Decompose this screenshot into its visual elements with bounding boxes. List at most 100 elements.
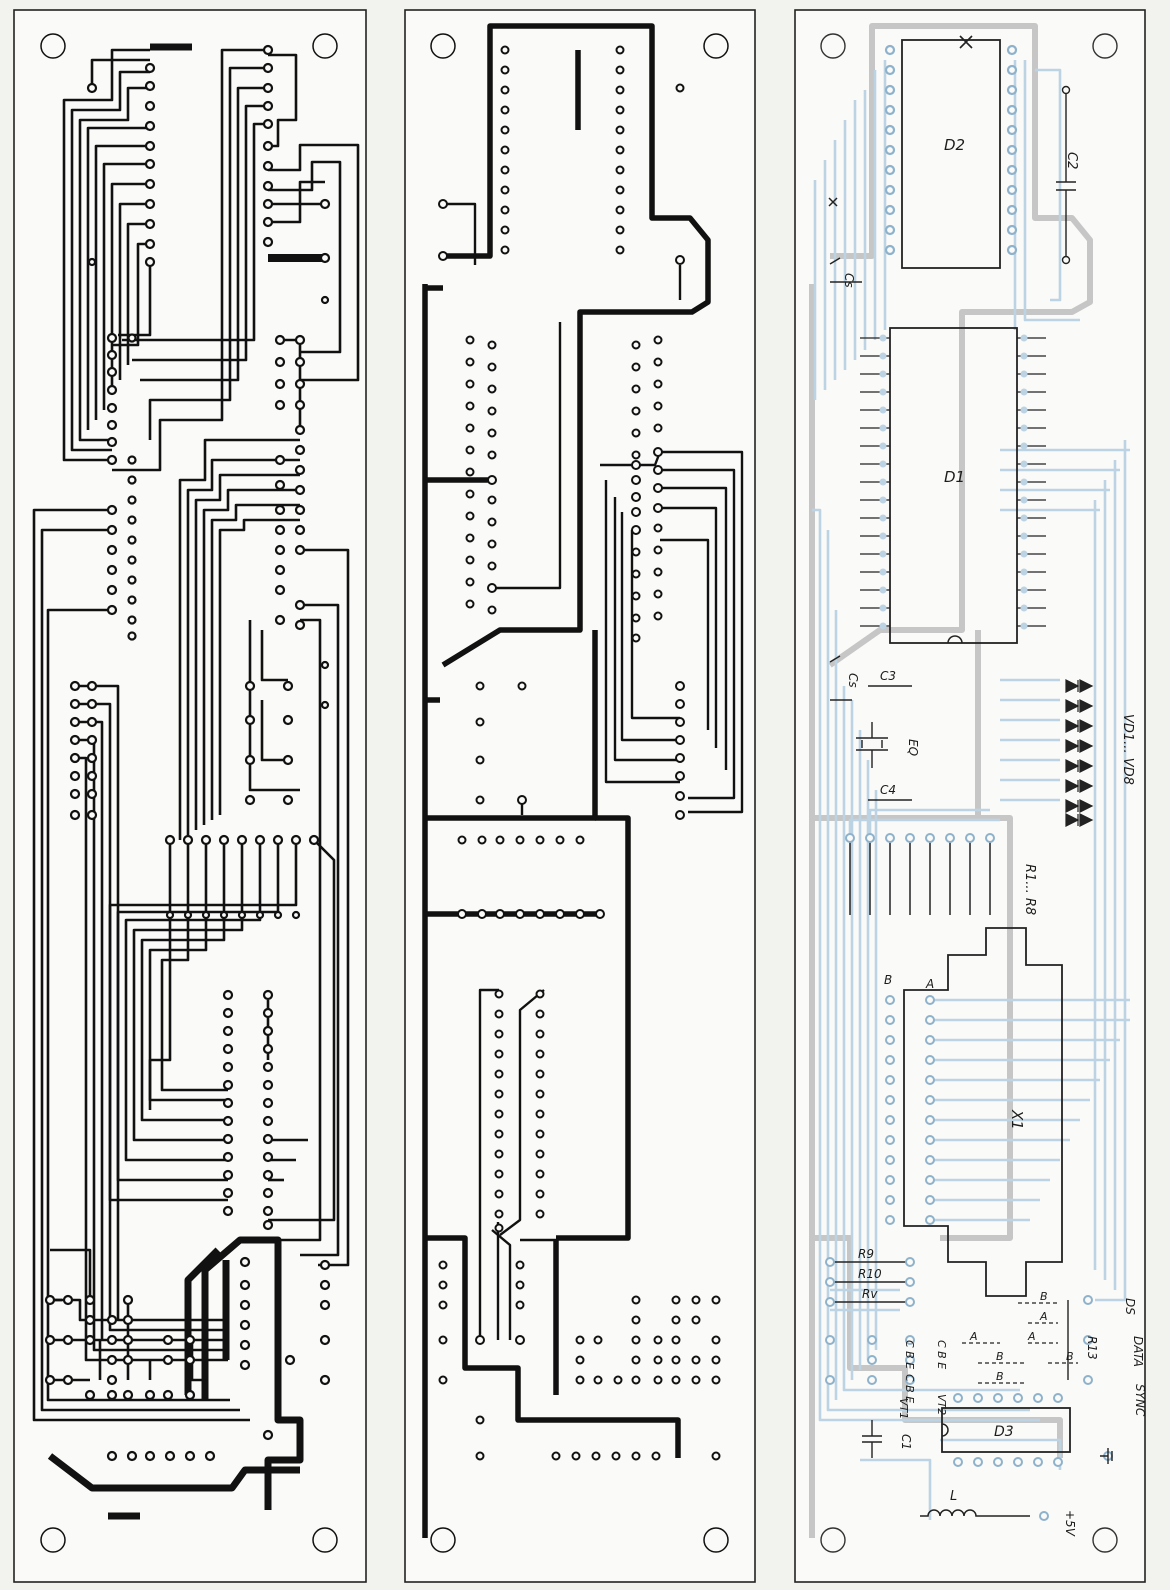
label-r10: R10 xyxy=(858,1267,882,1281)
label-cbe-1: C B E xyxy=(903,1340,916,1369)
mounting-hole-icon xyxy=(312,33,338,59)
component-cs-mid: Cs xyxy=(829,655,860,701)
label-r1-r8: R1... R8 xyxy=(1022,864,1037,915)
d1-pins xyxy=(860,337,1046,627)
crystal-symbol-icon xyxy=(856,722,888,768)
d1-pads xyxy=(879,334,1028,630)
mounting-hole-icon xyxy=(1092,33,1118,59)
label-sync: SYNC xyxy=(1133,1384,1147,1417)
label-l: L xyxy=(950,1489,957,1504)
mounting-hole-icon xyxy=(430,33,456,59)
label-x1: X1 xyxy=(1008,1109,1026,1130)
label-r9: R9 xyxy=(858,1247,874,1261)
mounting-hole-icon xyxy=(40,33,66,59)
diode-symbol-icon xyxy=(1065,739,1094,753)
top-layer-traces xyxy=(443,202,744,1340)
label-cs-mid: Cs xyxy=(846,673,860,688)
jumpers-a-b xyxy=(962,1302,1078,1384)
panel-component-placement: D2 C2 Cs xyxy=(794,9,1147,1583)
mounting-hole-icon xyxy=(820,33,846,59)
ground-symbol-icon xyxy=(1100,1448,1113,1464)
component-d2: D2 xyxy=(884,35,1018,269)
panel-top-layer-frame xyxy=(404,9,756,1583)
panel-top-layer xyxy=(404,9,756,1583)
label-d1: D1 xyxy=(944,468,965,486)
mounting-hole-icon xyxy=(1092,1527,1118,1553)
d3-pads xyxy=(953,1393,1063,1467)
mounting-hole-icon xyxy=(312,1527,338,1553)
label-ds: DS xyxy=(1123,1298,1137,1315)
label-jumper-b4: B xyxy=(996,1370,1004,1383)
label-vt2: VT2 xyxy=(935,1394,948,1415)
label-rv: Rv xyxy=(862,1287,878,1301)
label-d2: D2 xyxy=(944,136,965,154)
d3-outline xyxy=(941,1407,1071,1453)
component-cs-top: Cs xyxy=(829,257,862,288)
pin1-mark-icon xyxy=(959,35,973,49)
label-cbe-2: C B E xyxy=(935,1340,948,1369)
label-data: DATA xyxy=(1131,1336,1145,1367)
component-c2: C2 xyxy=(1056,85,1079,265)
diode-symbol-icon xyxy=(1065,699,1094,713)
component-vt1-vt2: C B E C B E C B E VT1 VT2 xyxy=(867,1335,948,1419)
label-cs-top: Cs xyxy=(842,273,856,288)
label-vt1: VT1 xyxy=(897,1398,910,1419)
label-vd1-vd8: VD1... VD8 xyxy=(1120,714,1135,785)
inductor-symbol-icon xyxy=(920,1509,1030,1517)
d2-outline xyxy=(901,39,1001,269)
x1-outline xyxy=(903,927,1063,1297)
placement-ghost-top-layer xyxy=(809,23,1093,1538)
label-d3: D3 xyxy=(994,1424,1014,1440)
top-layer-heavy-traces xyxy=(422,23,711,1538)
label-jumper-b2: B xyxy=(1066,1350,1074,1363)
label-jumper-a2: A xyxy=(1027,1330,1036,1343)
label-c1: C1 xyxy=(899,1434,913,1450)
no-connect-mark-icon xyxy=(828,197,838,207)
label-jumper-a1: A xyxy=(1039,1310,1048,1323)
component-d1: D1 xyxy=(860,327,1046,644)
component-c1: C1 xyxy=(862,1420,913,1458)
diode-symbol-icon xyxy=(1065,813,1094,827)
diode-symbol-icon xyxy=(1065,679,1094,693)
component-d3: D3 xyxy=(941,1393,1071,1467)
label-a-pin: A xyxy=(925,977,934,991)
label-eq: EQ xyxy=(906,739,920,756)
diode-symbol-icon xyxy=(1065,799,1094,813)
d2-pads xyxy=(884,44,1018,256)
mounting-hole-icon xyxy=(703,1527,729,1553)
placement-ghost-bottom-layer xyxy=(812,60,1130,1520)
capacitor-symbol-icon xyxy=(862,1420,882,1458)
label-c3: C3 xyxy=(880,669,896,683)
mounting-hole-icon xyxy=(40,1527,66,1553)
label-c2: C2 xyxy=(1064,152,1079,169)
component-c3: C3 xyxy=(868,669,912,687)
label-jumper-b1: B xyxy=(1040,1290,1048,1303)
bottom-layer-pads xyxy=(44,44,331,1462)
label-b-pin: B xyxy=(884,973,892,987)
label-jumper-b3: B xyxy=(996,1350,1004,1363)
component-eq: EQ xyxy=(856,722,920,768)
component-r13: R13 xyxy=(1067,1300,1099,1380)
component-x1: A B X1 xyxy=(884,927,1063,1297)
d1-outline xyxy=(889,327,1018,644)
diode-symbol-icon xyxy=(1065,779,1094,793)
mounting-hole-icon xyxy=(820,1527,846,1553)
top-layer-pads xyxy=(438,45,721,1461)
label-plus5v: +5V xyxy=(1063,1510,1077,1537)
component-r1-r8 xyxy=(845,833,995,915)
capacitor-symbol-icon xyxy=(1056,94,1076,256)
d1-notch xyxy=(947,635,963,644)
jumper-labels: B A A B A B B xyxy=(969,1290,1074,1383)
mounting-hole-icon xyxy=(703,33,729,59)
d3-notch xyxy=(941,1423,949,1437)
panel-bottom-layer xyxy=(13,9,367,1583)
component-r9-r10-rv: R9 R10 Rv xyxy=(825,1247,915,1385)
diode-symbol-icon xyxy=(1065,759,1094,773)
label-r13: R13 xyxy=(1085,1336,1099,1360)
label-cbe-3: C B E xyxy=(903,1374,916,1403)
x1-pads xyxy=(885,995,935,1225)
panel-component-placement-frame xyxy=(794,9,1146,1583)
label-c4: C4 xyxy=(880,783,896,797)
